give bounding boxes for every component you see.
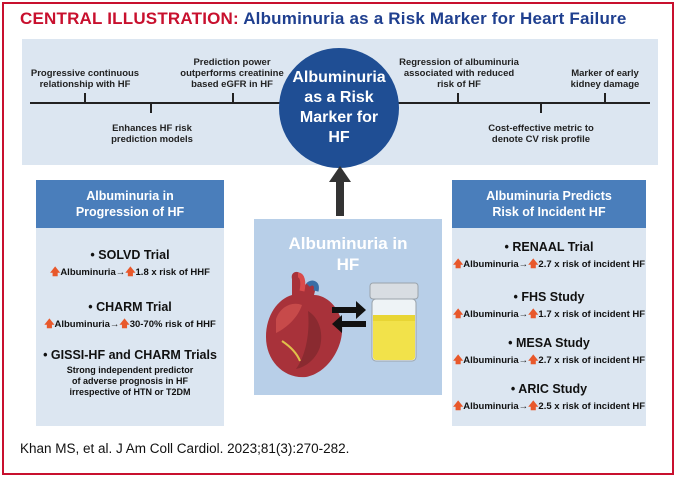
timeline-label-above: Progressive continuous relationship with… [30, 68, 140, 90]
leads-to-arrow-icon: → [518, 355, 529, 366]
center-circle: Albuminuria as a Risk Marker for HF [279, 48, 399, 168]
illustration-title: CENTRAL ILLUSTRATION: Albuminuria as a R… [20, 9, 627, 29]
urine-sample-cup-icon [369, 282, 419, 362]
leads-to-arrow-icon: → [115, 267, 126, 278]
trial-name: • SOLVD Trial [90, 248, 170, 262]
timeline-label-above: Regression of albuminuria associated wit… [399, 57, 519, 90]
up-arrow-icon [329, 166, 351, 216]
timeline-label-above: Marker of early kidney damage [570, 68, 640, 90]
increase-arrow-icon: 🡅 [528, 259, 539, 270]
title-text: Albuminuria as a Risk Marker for Heart F… [243, 9, 627, 28]
trial-item: • GISSI-HF and CHARM Trials Strong indep… [36, 348, 224, 398]
timeline-tick [150, 103, 152, 113]
timeline-label-below: Enhances HF risk prediction models [111, 123, 193, 145]
increase-arrow-icon: 🡅 [528, 401, 539, 412]
trial-name: • CHARM Trial [88, 300, 172, 314]
exchange-arrows-icon [332, 301, 366, 333]
trial-item: • CHARM Trial 🡅Albuminuria→🡅30-70% risk … [36, 300, 224, 334]
trial-item: • SOLVD Trial 🡅Albuminuria→🡅1.8 x risk o… [36, 248, 224, 282]
increase-arrow-icon: 🡅 [119, 319, 130, 330]
trial-item: • RENAAL Trial 🡅Albuminuria→🡅2.7 x risk … [452, 240, 646, 274]
leads-to-arrow-icon: → [518, 401, 529, 412]
heart-icon [266, 271, 343, 378]
trial-name: • FHS Study [513, 290, 585, 304]
trial-stat: 🡅Albuminuria→🡅2.7 x risk of incident HF [452, 355, 646, 366]
timeline-tick [540, 103, 542, 113]
timeline-tick [232, 93, 234, 103]
timeline-label-below: Cost-effective metric to denote CV risk … [488, 123, 594, 145]
trial-stat: 🡅Albuminuria→🡅1.8 x risk of HHF [50, 267, 210, 278]
left-panel-header: Albuminuria in Progression of HF [36, 180, 224, 228]
increase-arrow-icon: 🡅 [528, 309, 539, 320]
increase-arrow-icon: 🡅 [452, 355, 464, 366]
increase-arrow-icon: 🡅 [50, 267, 61, 278]
increase-arrow-icon: 🡅 [125, 267, 136, 278]
title-label: CENTRAL ILLUSTRATION: [20, 9, 239, 28]
timeline-tick [84, 93, 86, 103]
timeline-label-above: Prediction power outperforms creatinine … [180, 57, 284, 90]
trial-stat: 🡅Albuminuria→🡅2.5 x risk of incident HF [452, 401, 646, 412]
trial-name: • RENAAL Trial [504, 240, 594, 254]
left-panel: Albuminuria in Progression of HF • SOLVD… [36, 180, 224, 426]
trial-stat: 🡅Albuminuria→🡅1.7 x risk of incident HF [452, 309, 646, 320]
middle-title: Albuminuria in HF [288, 234, 408, 274]
leads-to-arrow-icon: → [109, 319, 120, 330]
timeline-tick [457, 93, 459, 103]
right-panel-header: Albuminuria Predicts Risk of Incident HF [452, 180, 646, 228]
leads-to-arrow-icon: → [518, 259, 529, 270]
trial-item: • ARIC Study 🡅Albuminuria→🡅2.5 x risk of… [452, 382, 646, 416]
trial-name: • GISSI-HF and CHARM Trials [43, 348, 217, 362]
middle-box: Albuminuria in HF [254, 219, 442, 395]
trial-stat: 🡅Albuminuria→🡅30-70% risk of HHF [44, 319, 216, 330]
increase-arrow-icon: 🡅 [528, 355, 539, 366]
increase-arrow-icon: 🡅 [452, 309, 464, 320]
trial-name: • ARIC Study [510, 382, 588, 396]
increase-arrow-icon: 🡅 [44, 319, 55, 330]
right-panel: Albuminuria Predicts Risk of Incident HF… [452, 180, 646, 426]
trial-stat: 🡅Albuminuria→🡅2.7 x risk of incident HF [452, 259, 646, 270]
timeline-tick [604, 93, 606, 103]
trial-item: • MESA Study 🡅Albuminuria→🡅2.7 x risk of… [452, 336, 646, 370]
leads-to-arrow-icon: → [518, 309, 529, 320]
citation: Khan MS, et al. J Am Coll Cardiol. 2023;… [20, 441, 350, 456]
trial-name: • MESA Study [508, 336, 590, 350]
increase-arrow-icon: 🡅 [452, 259, 464, 270]
increase-arrow-icon: 🡅 [452, 401, 464, 412]
trial-item: • FHS Study 🡅Albuminuria→🡅1.7 x risk of … [452, 290, 646, 324]
trial-description: Strong independent predictor of adverse … [66, 365, 194, 397]
